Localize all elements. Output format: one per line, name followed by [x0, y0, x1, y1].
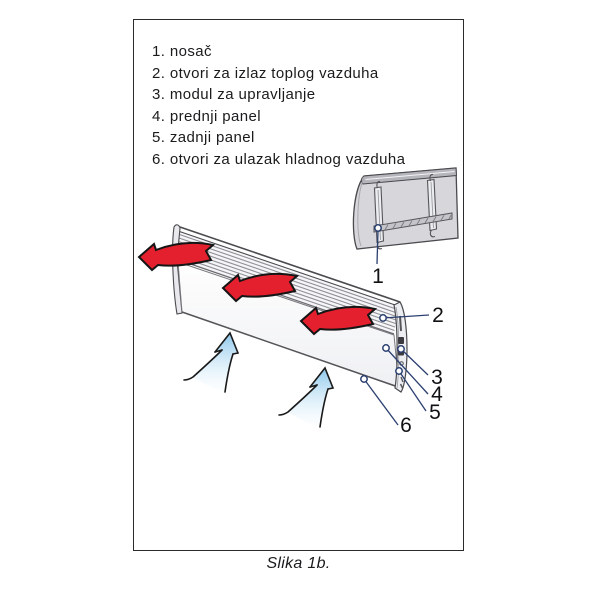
- callout-6: 6: [400, 414, 412, 437]
- wall-bracket-figure: [352, 167, 459, 250]
- legend-item: 3. modul za upravljanje: [152, 86, 316, 104]
- cold-air-arrow: [183, 332, 239, 393]
- callout-numbers: 1 2 3 4 5 6: [372, 265, 444, 437]
- legend-item: 2. otvori za izlaz toplog vazduha: [152, 64, 379, 82]
- cold-air-arrow: [278, 367, 334, 428]
- callout-5: 5: [429, 401, 441, 424]
- callout-leaders: [363, 230, 430, 426]
- marker-1: [374, 224, 382, 232]
- marker-4: [382, 344, 390, 352]
- marker-3: [397, 345, 405, 353]
- figure-caption: Slika 1b.: [266, 555, 331, 572]
- callout-3: 3: [431, 366, 443, 389]
- legend-item: 6. otvori za ulazak hladnog vazduha: [152, 150, 406, 168]
- callout-markers: [360, 224, 405, 383]
- legend-item: 1. nosač: [152, 43, 212, 60]
- legend-item: 5. zadnji panel: [152, 129, 255, 147]
- marker-6: [360, 375, 368, 383]
- callout-1: 1: [372, 265, 384, 288]
- callout-4: 4: [431, 383, 443, 406]
- bottom-inlet-edge: [181, 311, 399, 388]
- legend-item: 4. prednji panel: [152, 107, 261, 125]
- marker-5: [395, 367, 403, 375]
- callout-2: 2: [432, 304, 444, 327]
- parts-legend: 1. nosač 2. otvori za izlaz toplog vazdu…: [152, 41, 405, 171]
- marker-2: [379, 314, 387, 322]
